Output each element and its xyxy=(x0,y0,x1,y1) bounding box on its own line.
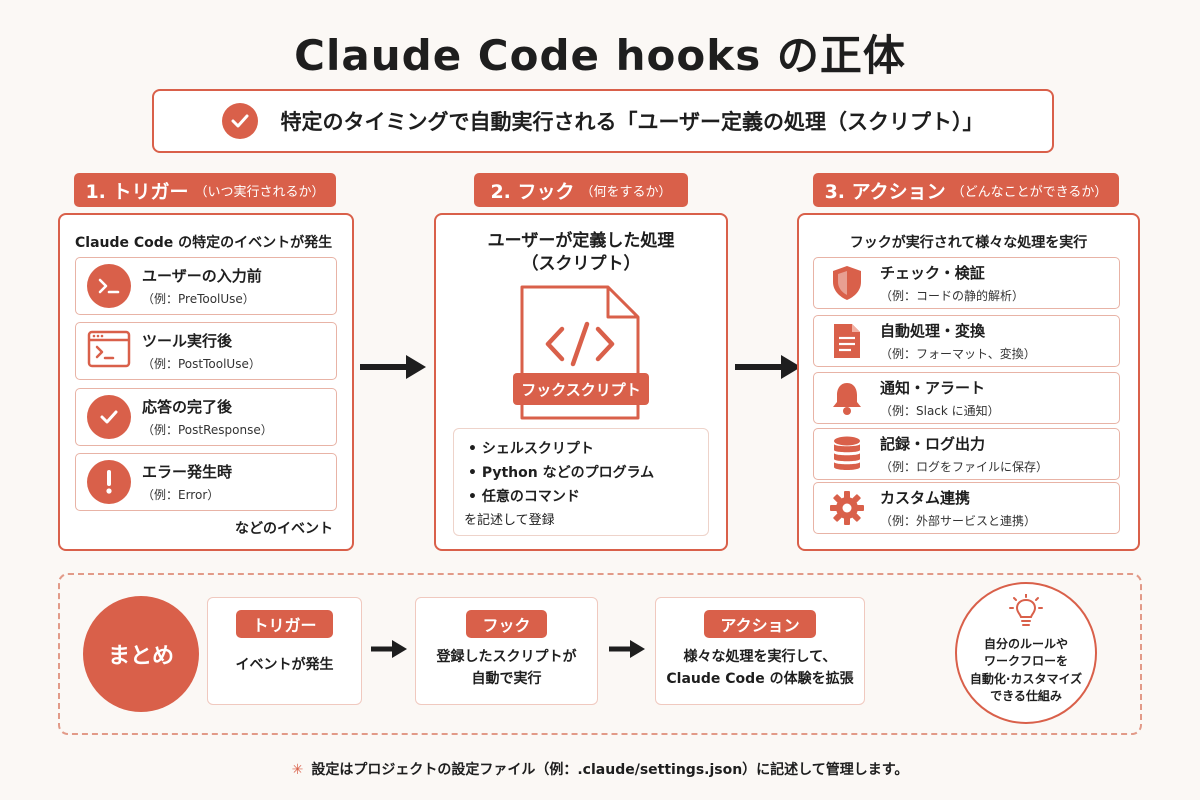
footer-note: ✳ 設定はプロジェクトの設定ファイル（例：.claude/settings.jso… xyxy=(0,759,1200,779)
summary-card-trigger: トリガー イベントが発生 xyxy=(207,597,362,705)
summary-card-hook: フック 登録したスクリプトが 自動で実行 xyxy=(415,597,598,705)
hook-heading: ユーザーが定義した処理 （スクリプト） xyxy=(434,230,728,276)
terminal-prompt-icon xyxy=(87,264,131,308)
action-item-example: （例：Slack に通知） xyxy=(880,404,1000,418)
trigger-item-title: エラー発生時 xyxy=(142,463,233,481)
summary-circle-line: 自分のルールや xyxy=(983,637,1068,651)
hook-label-text: 2. フック xyxy=(490,180,575,203)
action-item-example: （例：フォーマット、変換） xyxy=(880,347,1036,361)
list-item-text: Python などのプログラム xyxy=(481,465,655,481)
arrow-right-icon xyxy=(733,352,803,382)
summary-card-text: イベントが発生 xyxy=(236,654,334,676)
trigger-item-pre-input: ユーザーの入力前 （例：PreToolUse） xyxy=(75,257,337,315)
trigger-item-title: 応答の完了後 xyxy=(142,398,233,416)
arrow-right-icon xyxy=(608,638,646,660)
list-item-text: シェルスクリプト xyxy=(481,441,594,457)
page-title: Claude Code hooks の正体 xyxy=(294,31,906,80)
trigger-item-post-tool: ツール実行後 （例：PostToolUse） xyxy=(75,322,337,380)
summary-card-text: 様々な処理を実行して、 Claude Code の体験を拡張 xyxy=(666,646,853,691)
trigger-item-example: （例：PreToolUse） xyxy=(142,292,255,306)
summary-circle: 自分のルールや ワークフローを 自動化·カスタマイズ できる仕組み xyxy=(955,582,1097,724)
action-item-title: チェック・検証 xyxy=(880,264,985,282)
trigger-item-error: エラー発生時 （例：Error） xyxy=(75,453,337,511)
bell-icon xyxy=(814,380,880,416)
hook-script-label: フックスクリプト xyxy=(513,373,649,405)
summary-circle-line: ワークフローを xyxy=(983,654,1068,669)
action-item-example: （例：外部サービスと連携） xyxy=(880,514,1037,528)
terminal-window-icon xyxy=(87,330,131,372)
action-item-title: カスタム連携 xyxy=(880,489,971,507)
list-item: • 任意のコマンド xyxy=(468,489,580,505)
action-item-integration: カスタム連携 （例：外部サービスと連携） xyxy=(813,482,1120,534)
summary-card-line: 様々な処理を実行して、 xyxy=(683,649,837,665)
action-item-title: 記録・ログ出力 xyxy=(880,435,986,453)
trigger-heading: Claude Code の特定のイベントが発生 xyxy=(75,235,333,251)
summary-card-line: Claude Code の体験を拡張 xyxy=(666,671,854,688)
summary-card-label: フック xyxy=(466,610,547,638)
exclamation-circle-icon xyxy=(87,460,131,504)
summary-circle-text: 自分のルールや ワークフローを 自動化·カスタマイズ できる仕組み xyxy=(970,636,1082,706)
summary-card-text: 登録したスクリプトが 自動で実行 xyxy=(437,646,577,691)
gear-icon xyxy=(814,490,880,526)
summary-circle-line: できる仕組み xyxy=(990,689,1062,704)
action-section-label: 3. アクション （どんなことができるか） xyxy=(813,173,1119,207)
trigger-item-title: ユーザーの入力前 xyxy=(142,267,262,285)
definition-box: 特定のタイミングで自動実行される「ユーザー定義の処理（スクリプト）」 xyxy=(152,89,1054,153)
action-sublabel-text: （どんなことができるか） xyxy=(951,184,1108,200)
trigger-section-label: 1. トリガー （いつ実行されるか） xyxy=(74,173,336,207)
summary-card-label: トリガー xyxy=(236,610,333,638)
trigger-item-example: （例：PostToolUse） xyxy=(142,357,261,371)
action-heading: フックが実行されて様々な処理を実行 xyxy=(849,235,1088,251)
trigger-item-example: （例：PostResponse） xyxy=(142,423,273,437)
trigger-item-example: （例：Error） xyxy=(142,488,220,502)
hook-heading-line: （スクリプト） xyxy=(521,253,641,274)
trigger-sublabel-text: （いつ実行されるか） xyxy=(194,184,325,200)
definition-text: 特定のタイミングで自動実行される「ユーザー定義の処理（スクリプト）」 xyxy=(280,110,984,134)
check-circle-icon xyxy=(87,395,131,439)
check-circle-icon xyxy=(222,103,259,139)
action-item-log: 記録・ログ出力 （例：ログをファイルに保存） xyxy=(813,428,1120,480)
hook-heading-line: ユーザーが定義した処理 xyxy=(487,231,675,251)
summary-card-action: アクション 様々な処理を実行して、 Claude Code の体験を拡張 xyxy=(655,597,865,705)
trigger-item-response-complete: 応答の完了後 （例：PostResponse） xyxy=(75,388,337,446)
trigger-item-title: ツール実行後 xyxy=(142,332,233,350)
hook-bullet-list: • シェルスクリプト • Python などのプログラム • 任意のコマンド を… xyxy=(453,428,709,536)
summary-card-label: アクション xyxy=(704,610,816,638)
action-item-title: 通知・アラート xyxy=(880,379,986,397)
arrow-right-icon xyxy=(358,352,428,382)
summary-section xyxy=(58,573,1142,735)
summary-card-line: 登録したスクリプトが xyxy=(436,649,577,665)
arrow-right-icon xyxy=(370,638,408,660)
action-item-example: （例：ログをファイルに保存） xyxy=(880,460,1049,474)
summary-card-line: 自動で実行 xyxy=(471,671,542,688)
summary-badge: まとめ xyxy=(83,596,199,712)
summary-circle-line: 自動化·カスタマイズ xyxy=(969,671,1083,686)
document-icon xyxy=(814,322,880,360)
action-item-title: 自動処理・変換 xyxy=(880,322,986,340)
hook-sublabel-text: （何をするか） xyxy=(580,184,672,200)
hook-section-label: 2. フック （何をするか） xyxy=(474,173,688,207)
asterisk-icon: ✳ xyxy=(291,762,304,778)
lightbulb-icon xyxy=(1009,593,1043,634)
action-item-notify: 通知・アラート （例：Slack に通知） xyxy=(813,372,1120,424)
action-item-check: チェック・検証 （例：コードの静的解析） xyxy=(813,257,1120,309)
action-item-example: （例：コードの静的解析） xyxy=(880,289,1025,303)
footer-note-text: 設定はプロジェクトの設定ファイル（例：.claude/settings.json… xyxy=(311,762,909,778)
trigger-footer: などのイベント xyxy=(235,521,333,537)
list-item-text: 任意のコマンド xyxy=(481,489,580,505)
hook-footer: を記述して登録 xyxy=(464,513,555,528)
list-item: • Python などのプログラム xyxy=(468,465,655,481)
list-item: • シェルスクリプト xyxy=(468,441,594,457)
action-item-transform: 自動処理・変換 （例：フォーマット、変換） xyxy=(813,315,1120,367)
summary-card-line: イベントが発生 xyxy=(235,657,334,673)
database-icon xyxy=(814,435,880,473)
action-label-text: 3. アクション xyxy=(824,180,946,203)
trigger-label-text: 1. トリガー xyxy=(85,180,189,203)
shield-icon xyxy=(814,264,880,302)
